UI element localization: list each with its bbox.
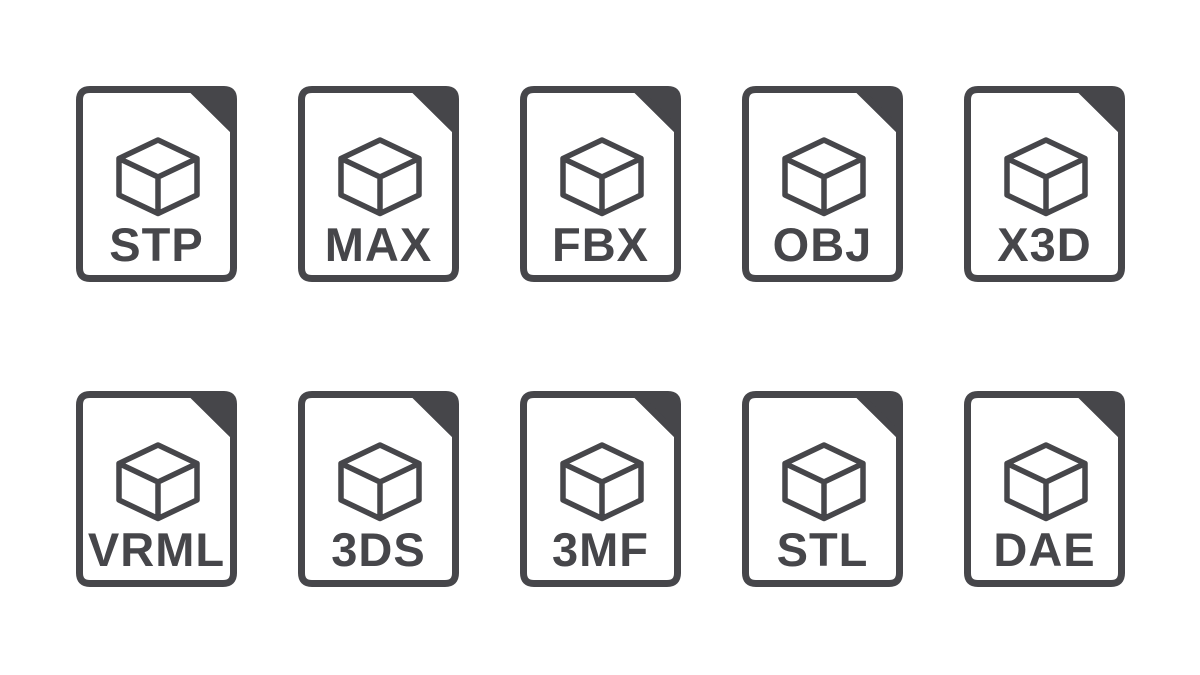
file-format-label: DAE [993,523,1095,576]
document-icon: STL [742,391,903,587]
file-icon-x3d: X3D [963,85,1126,283]
folded-corner-icon [1076,86,1125,134]
file-icon-max: MAX [297,85,460,283]
folded-corner-icon [188,391,237,439]
cube-3d-icon [338,442,422,522]
cube-3d-icon [560,137,644,217]
file-format-label: 3MF [552,523,649,576]
cube-3d-icon [1004,137,1088,217]
folded-corner-icon [854,86,903,134]
file-icon-3ds: 3DS [297,390,460,588]
cube-3d-icon [782,137,866,217]
file-icon-fbx: FBX [519,85,682,283]
cube-3d-icon [116,442,200,522]
file-format-label: 3DS [331,523,425,576]
document-icon: 3MF [520,391,681,587]
document-icon: DAE [964,391,1125,587]
file-icon-dae: DAE [963,390,1126,588]
file-format-label: STL [777,523,869,576]
folded-corner-icon [632,86,681,134]
folded-corner-icon [1076,391,1125,439]
folded-corner-icon [188,86,237,134]
document-icon: 3DS [298,391,459,587]
document-icon: STP [76,86,237,282]
file-format-label: MAX [325,218,432,271]
document-icon: OBJ [742,86,903,282]
file-format-label: VRML [88,523,225,576]
cube-3d-icon [782,442,866,522]
file-format-label: OBJ [773,218,873,271]
folded-corner-icon [632,391,681,439]
file-format-label: FBX [552,218,649,271]
cube-3d-icon [1004,442,1088,522]
cube-3d-icon [116,137,200,217]
document-icon: FBX [520,86,681,282]
file-icon-vrml: VRML [75,390,238,588]
cube-3d-icon [560,442,644,522]
file-icon-obj: OBJ [741,85,904,283]
folded-corner-icon [410,86,459,134]
file-icon-3mf: 3MF [519,390,682,588]
file-format-label: X3D [997,218,1091,271]
document-icon: VRML [76,391,237,587]
file-format-label: STP [109,218,203,271]
document-icon: MAX [298,86,459,282]
file-icon-stp: STP [75,85,238,283]
cube-3d-icon [338,137,422,217]
folded-corner-icon [854,391,903,439]
file-icon-stl: STL [741,390,904,588]
folded-corner-icon [410,391,459,439]
document-icon: X3D [964,86,1125,282]
